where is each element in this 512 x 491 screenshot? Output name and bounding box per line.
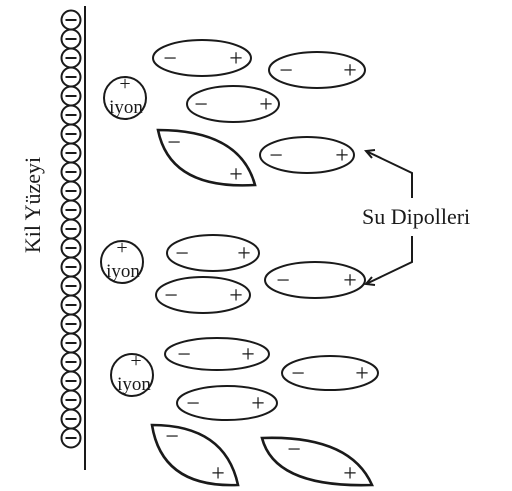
ion: + iyon — [100, 237, 144, 284]
surface-negative-charge — [60, 389, 82, 411]
dipole-plus-sign: + — [211, 461, 225, 487]
dipole-minus-sign: − — [276, 268, 290, 294]
surface-negative-charge — [60, 256, 82, 278]
surface-negative-charge — [60, 161, 82, 183]
dipole-plus-sign: + — [343, 461, 357, 487]
dipole-minus-sign: − — [165, 424, 179, 450]
surface-negative-charge — [60, 142, 82, 164]
clay-surface-label: Kil Yüzeyi — [20, 157, 45, 253]
water-dipole: − + — [268, 51, 366, 89]
dipole-plus-sign: + — [229, 283, 243, 309]
surface-negative-charge — [60, 123, 82, 145]
ion-label: iyon — [117, 374, 151, 395]
dipole-plus-sign: + — [241, 342, 255, 368]
dipole-minus-sign: − — [194, 92, 208, 118]
dipole-minus-sign: − — [291, 361, 305, 387]
surface-negative-charge — [60, 332, 82, 354]
surface-negative-charge — [60, 28, 82, 50]
water-dipole-lens: − + — [260, 436, 374, 487]
ion-label: iyon — [109, 97, 143, 118]
water-dipole: − + — [166, 234, 260, 272]
water-dipole: − + — [259, 136, 355, 174]
surface-negative-charge — [60, 47, 82, 69]
surface-negative-charge — [60, 199, 82, 221]
dipole-minus-sign: − — [269, 143, 283, 169]
surface-negative-charge — [60, 408, 82, 430]
ion-plus-sign: + — [119, 73, 130, 95]
dipole-minus-sign: − — [164, 283, 178, 309]
water-dipole: − + — [176, 385, 278, 421]
surface-negative-charges — [60, 9, 82, 449]
surface-negative-charge — [60, 313, 82, 335]
surface-negative-charge — [60, 104, 82, 126]
ion-plus-sign: + — [130, 350, 141, 372]
dipole-minus-sign: − — [279, 58, 293, 84]
water-dipole: − + — [164, 337, 270, 371]
water-dipole: − + — [264, 261, 366, 299]
dipole-plus-sign: + — [259, 92, 273, 118]
water-dipole: − + — [281, 355, 379, 391]
dipole-minus-sign: − — [167, 130, 181, 156]
surface-negative-charge — [60, 351, 82, 373]
ion-plus-sign: + — [116, 237, 127, 259]
water-dipole-lens: − + — [150, 423, 240, 487]
dipole-plus-sign: + — [229, 46, 243, 72]
ion-label: iyon — [106, 261, 140, 282]
surface-negative-charge — [60, 275, 82, 297]
water-dipole: − + — [152, 39, 252, 77]
surface-negative-charge — [60, 66, 82, 88]
surface-negative-charge — [60, 294, 82, 316]
surface-negative-charge — [60, 370, 82, 392]
dipole-plus-sign: + — [229, 162, 243, 188]
surface-negative-charge — [60, 9, 82, 31]
dipole-plus-sign: + — [251, 391, 265, 417]
dipoles-label: Su Dipolleri — [362, 204, 470, 229]
dipole-plus-sign: + — [237, 241, 251, 267]
dipoles-pointer-arrows — [364, 149, 413, 286]
dipole-minus-sign: − — [186, 391, 200, 417]
surface-negative-charge — [60, 180, 82, 202]
dipole-minus-sign: − — [175, 241, 189, 267]
ion: + iyon — [103, 73, 147, 120]
surface-negative-charge — [60, 218, 82, 240]
dipole-plus-sign: + — [355, 361, 369, 387]
surface-negative-charge — [60, 237, 82, 259]
dipole-plus-sign: + — [335, 143, 349, 169]
surface-negative-charge — [60, 85, 82, 107]
water-dipole: − + — [186, 85, 280, 123]
dipole-minus-sign: − — [177, 342, 191, 368]
water-dipole: − + — [155, 276, 251, 314]
dipole-plus-sign: + — [343, 268, 357, 294]
water-dipole-lens: − + — [156, 128, 257, 188]
dipole-minus-sign: − — [287, 437, 301, 463]
dipole-plus-sign: + — [343, 58, 357, 84]
dipole-minus-sign: − — [163, 46, 177, 72]
surface-negative-charge — [60, 427, 82, 449]
ion: + iyon — [110, 350, 154, 397]
